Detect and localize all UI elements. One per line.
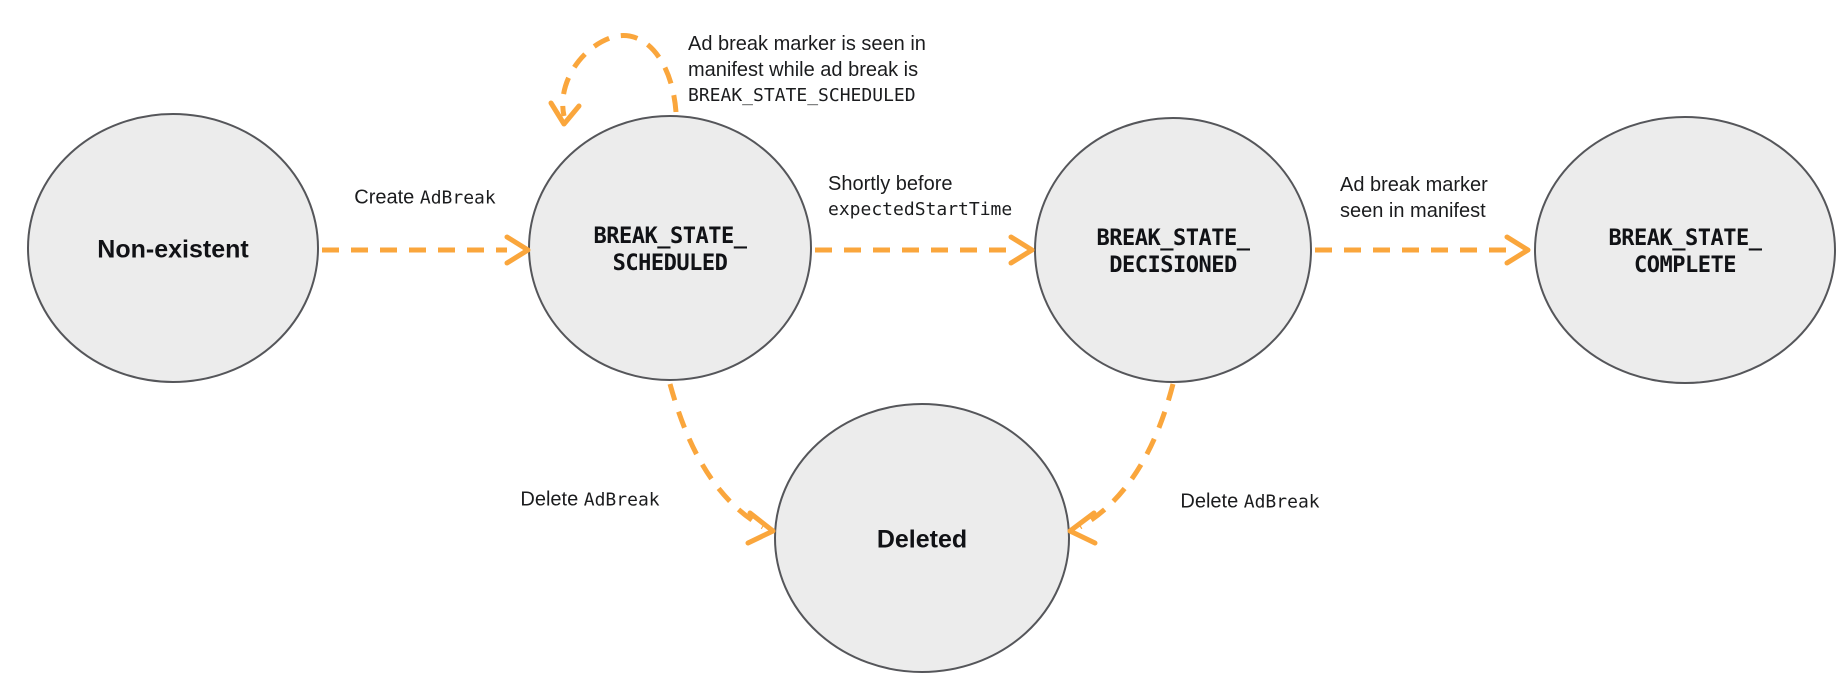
edge-label-delete-adbreak-right: Delete AdBreak [1180, 489, 1319, 516]
arrowhead-create-adbreak-icon [504, 234, 531, 266]
edge-label-create-adbreak: Create AdBreak [354, 185, 495, 212]
edge-label-code: AdBreak [419, 187, 496, 209]
edge-label-marker-seen: Ad break marker seen in manifest [1340, 172, 1488, 224]
edge-label-line: Ad break marker is seen in [688, 33, 926, 55]
edge-delete-adbreak-left [667, 383, 765, 530]
arrowhead-shortly-before-icon [1008, 234, 1035, 266]
node-label-non-existent: Non-existent [97, 235, 249, 264]
edge-label-line: manifest while ad break is [688, 59, 919, 81]
edge-self-loop-scheduled [560, 33, 679, 117]
node-label-line: BREAK_STATE_ [1096, 226, 1250, 251]
edge-label-text: Delete [1180, 490, 1244, 513]
node-label-break-state-complete: BREAK_STATE_ COMPLETE [1609, 225, 1762, 279]
state-node-break-state-complete [1534, 116, 1836, 384]
edge-label-line: Ad break marker [1340, 174, 1488, 196]
edge-label-code: expectedStartTime [828, 199, 1013, 220]
edge-label-text: Delete [520, 488, 584, 511]
edge-label-text: Shortly before [828, 173, 953, 195]
state-node-non-existent [27, 113, 319, 383]
edge-label-delete-adbreak-left: Delete AdBreak [520, 487, 659, 514]
state-node-break-state-decisioned [1034, 117, 1312, 383]
edge-label-text: Create [354, 186, 420, 209]
node-label-line: SCHEDULED [612, 251, 728, 276]
node-label-line: COMPLETE [1634, 253, 1736, 278]
edge-label-code: AdBreak [583, 489, 660, 511]
arrowhead-delete-left-icon [745, 510, 776, 546]
edge-label-shortly-before: Shortly before expectedStartTime [828, 171, 1012, 223]
arrowhead-delete-right-icon [1067, 510, 1098, 546]
edge-label-self-loop: Ad break marker is seen in manifest whil… [688, 31, 926, 109]
node-label-deleted: Deleted [876, 525, 968, 554]
state-node-deleted [774, 403, 1070, 673]
arrowhead-marker-seen-icon [1504, 234, 1531, 266]
edge-label-code: BREAK_STATE_SCHEDULED [688, 85, 916, 106]
node-label-line: BREAK_STATE_ [1608, 226, 1762, 251]
node-label-break-state-decisioned: BREAK_STATE_ DECISIONED [1097, 225, 1250, 279]
edge-label-code: AdBreak [1243, 491, 1320, 513]
edge-delete-adbreak-right [1078, 383, 1176, 530]
node-label-line: DECISIONED [1109, 253, 1237, 278]
node-label-line: BREAK_STATE_ [593, 224, 747, 249]
edge-label-line: seen in manifest [1340, 200, 1486, 222]
arrowhead-self-loop-icon [548, 100, 582, 127]
node-label-break-state-scheduled: BREAK_STATE_ SCHEDULED [594, 223, 747, 277]
